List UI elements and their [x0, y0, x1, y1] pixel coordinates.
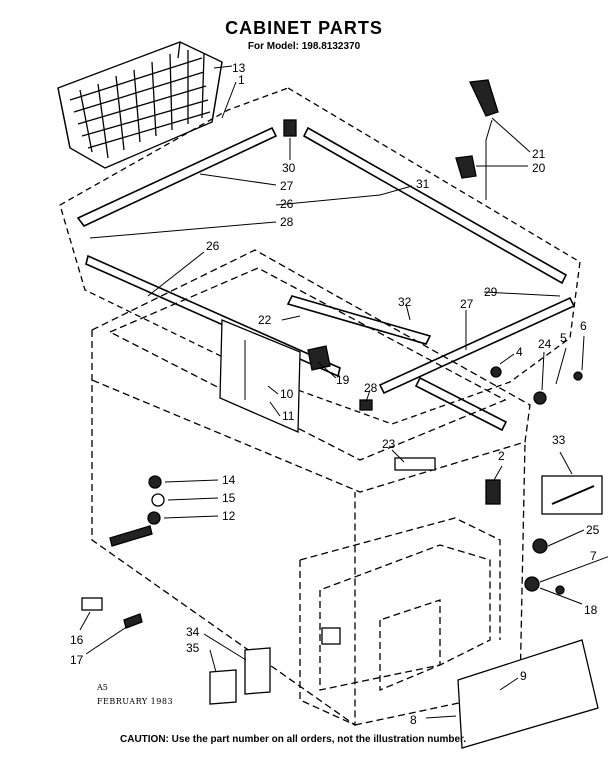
footer-code: A5	[97, 683, 108, 692]
callout-32: 32	[398, 295, 412, 309]
callout-28b: 28	[364, 381, 378, 395]
callout-labels: 13 1 30 21 20 27 31 26 28 26 32 29 22 27…	[70, 61, 600, 727]
callout-26b: 26	[206, 239, 220, 253]
callout-20: 20	[532, 161, 546, 175]
callout-4: 4	[516, 345, 523, 359]
callout-2: 2	[498, 449, 505, 463]
bracket-panel	[219, 319, 301, 433]
callout-12: 12	[222, 509, 236, 523]
front-panel	[457, 639, 599, 749]
callout-34: 34	[186, 625, 200, 639]
caution-note: CAUTION: Use the part number on all orde…	[120, 734, 467, 745]
callout-17: 17	[70, 653, 84, 667]
callout-14: 14	[222, 473, 236, 487]
callout-22: 22	[258, 313, 272, 327]
model-number: For Model: 198.8132370	[247, 41, 361, 52]
leader-lines	[79, 65, 608, 719]
callout-15: 15	[222, 491, 236, 505]
callout-9: 9	[520, 669, 527, 683]
callout-5: 5	[560, 331, 567, 345]
callout-1: 1	[238, 73, 245, 87]
callout-33: 33	[552, 433, 566, 447]
lid-group-outline	[59, 87, 581, 425]
callout-8: 8	[410, 713, 417, 727]
callout-24: 24	[538, 337, 552, 351]
callout-23: 23	[382, 437, 396, 451]
hardware-parts	[81, 79, 583, 705]
callout-30: 30	[282, 161, 296, 175]
callout-26: 26	[280, 197, 294, 211]
wire-basket	[57, 41, 223, 169]
callout-18: 18	[584, 603, 598, 617]
callout-10: 10	[280, 387, 294, 401]
callout-29: 29	[484, 285, 498, 299]
callout-21: 21	[532, 147, 546, 161]
callout-27: 27	[280, 179, 294, 193]
callout-19: 19	[336, 373, 350, 387]
page-title: CABINET PARTS	[225, 18, 383, 38]
footer-date: FEBRUARY 1983	[97, 697, 174, 706]
callout-25: 25	[586, 523, 600, 537]
callout-27b: 27	[460, 297, 474, 311]
top-strips	[76, 126, 576, 432]
callout-16: 16	[70, 633, 84, 647]
callout-7: 7	[590, 549, 597, 563]
callout-6: 6	[580, 319, 587, 333]
callout-11: 11	[282, 409, 295, 423]
callout-13: 13	[232, 61, 246, 75]
callout-28: 28	[280, 215, 294, 229]
callout-31: 31	[416, 177, 430, 191]
callout-35: 35	[186, 641, 200, 655]
